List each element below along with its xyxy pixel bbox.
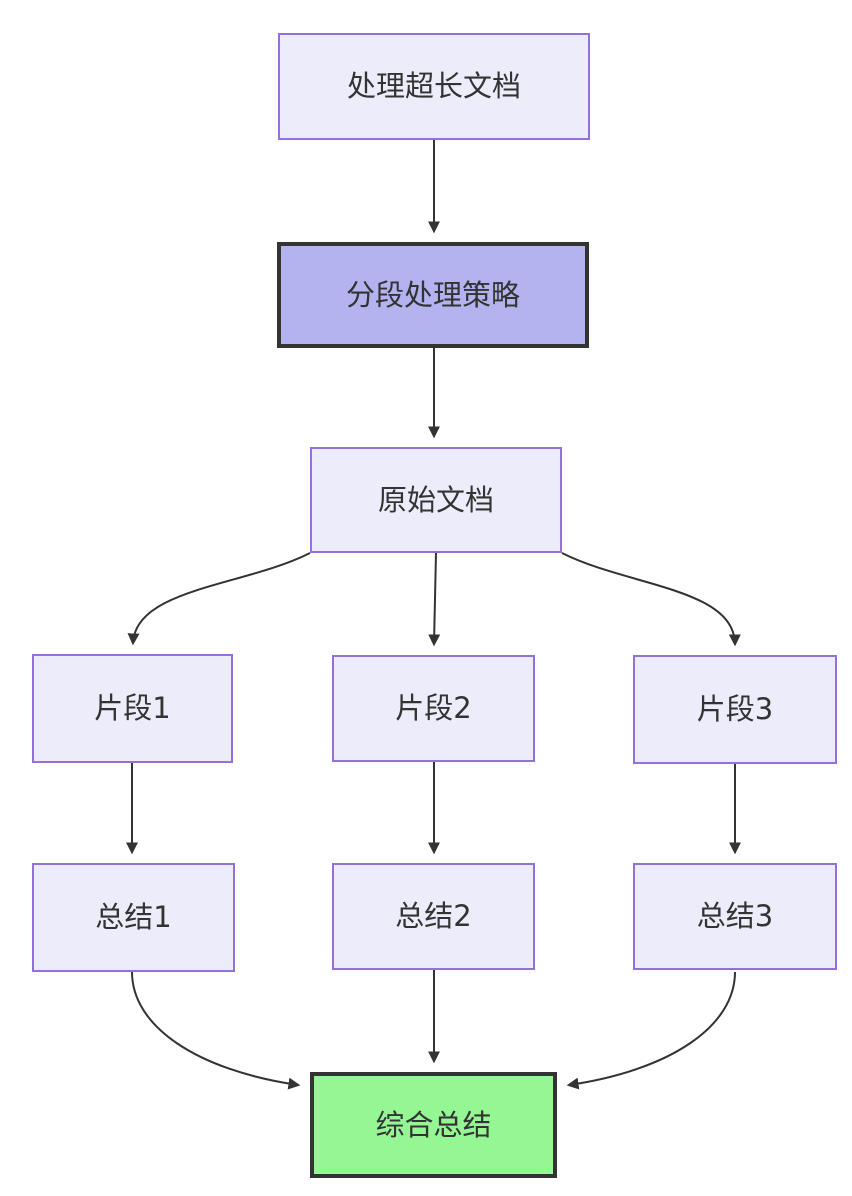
node-segmentation-strategy: 分段处理策略 <box>277 242 589 348</box>
node-summary-2: 总结2 <box>332 863 535 970</box>
edge-c-f <box>561 552 741 647</box>
node-label: 总结1 <box>95 900 172 935</box>
node-fragment-2: 片段2 <box>332 655 535 762</box>
node-combined-summary: 综合总结 <box>310 1072 557 1178</box>
node-process-long-doc: 处理超长文档 <box>278 33 590 140</box>
node-label: 片段1 <box>94 691 171 726</box>
node-original-document: 原始文档 <box>310 447 562 553</box>
node-label: 分段处理策略 <box>345 277 520 312</box>
node-label: 原始文档 <box>377 482 494 517</box>
node-label: 处理超长文档 <box>346 69 521 104</box>
node-label: 总结2 <box>395 899 472 934</box>
node-fragment-1: 片段1 <box>32 654 233 763</box>
node-label: 综合总结 <box>375 1107 492 1142</box>
edge-i-j <box>566 971 736 1090</box>
node-summary-1: 总结1 <box>32 863 235 972</box>
node-label: 片段3 <box>696 692 774 727</box>
edge-g-j <box>131 971 301 1090</box>
node-label: 总结3 <box>696 899 774 934</box>
edge-c-e <box>428 552 441 647</box>
node-label: 片段2 <box>395 691 472 726</box>
edge-c-d <box>127 552 311 646</box>
node-summary-3: 总结3 <box>633 863 837 970</box>
node-fragment-3: 片段3 <box>633 655 837 764</box>
